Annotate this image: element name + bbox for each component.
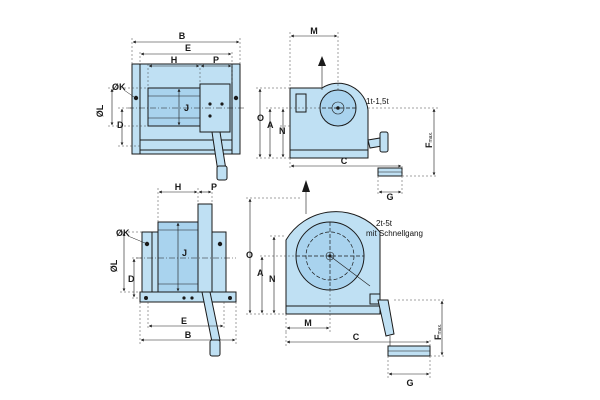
bottom-mount-hole-left (144, 241, 150, 247)
top-side-view: M O A N C G Fmax. 1t-1,5t (256, 26, 438, 202)
top-dim-b: B (179, 31, 186, 41)
top-dim-a: A (267, 120, 274, 130)
bottom-front-right-plate (211, 231, 227, 293)
top-dim-o: O (257, 113, 264, 123)
bottom-side-base (285, 305, 381, 315)
top-dim-j: J (184, 103, 189, 113)
top-front-left-plate (131, 63, 141, 155)
top-side-handle-knob (379, 131, 389, 153)
bottom-side-crank-arm (377, 299, 395, 337)
bottom-dim-c: C (353, 332, 360, 342)
bottom-dim-f: Fmax. (433, 324, 443, 340)
bottom-dim-n: N (269, 274, 276, 284)
bottom-crank-handle (209, 339, 221, 357)
bottom-lift-arrow-icon (302, 180, 310, 192)
top-side-brake (295, 93, 307, 113)
top-dim-e: E (185, 43, 191, 53)
bottom-dim-d: D (128, 274, 135, 284)
bottom-dim-b: B (185, 330, 192, 340)
top-front-right-plate (231, 63, 241, 155)
bottom-side-view: O A N M C G Fmax. 2t-5t mit Schnellgang (246, 180, 446, 388)
bottom-dim-a: A (257, 268, 264, 278)
top-dim-m: M (310, 26, 318, 36)
top-crank-handle (216, 165, 228, 181)
top-mount-hole-right (233, 95, 239, 101)
bottom-side-hub (369, 293, 381, 305)
bottom-dim-l: ØL (109, 259, 119, 272)
top-dim-h: H (171, 55, 178, 65)
bottom-capacity-note: 2t-5t (376, 219, 393, 228)
bottom-dim-m: M (304, 318, 312, 328)
top-dim-c: C (341, 156, 348, 166)
top-gear-housing (199, 83, 231, 133)
bottom-mount-hole-right (217, 241, 223, 247)
bottom-dim-j: J (182, 248, 187, 258)
top-dim-k: ØK (112, 82, 126, 92)
top-dim-g: G (386, 192, 393, 202)
bottom-dim-p: P (211, 182, 217, 192)
top-dim-d: D (117, 120, 124, 130)
top-lift-arrow-icon (318, 56, 326, 66)
bottom-dim-k: ØK (116, 228, 130, 238)
top-side-base (289, 149, 369, 159)
bottom-base-bar (139, 291, 237, 303)
bottom-front-left-plate (141, 231, 153, 293)
bottom-front-view: H P J ØK ØL D E B (109, 182, 237, 357)
top-dim-l: ØL (95, 104, 105, 117)
bottom-dim-o: O (246, 250, 253, 260)
top-dim-f: Fmax. (424, 132, 434, 148)
top-capacity-note: 1t-1,5t (366, 97, 389, 106)
top-dim-n: N (279, 126, 286, 136)
top-drum (147, 87, 201, 127)
top-front-view: B E H P J ØK ØL D (95, 31, 244, 181)
bottom-dim-h: H (175, 182, 182, 192)
bottom-dim-e: E (181, 316, 187, 326)
top-base-bar (139, 139, 233, 151)
top-mount-hole-left (133, 95, 139, 101)
top-dim-p: P (213, 55, 219, 65)
bottom-variant-note: mit Schnellgang (366, 229, 423, 238)
bottom-dim-g: G (406, 378, 413, 388)
bottom-front-gear-plate (197, 203, 213, 293)
